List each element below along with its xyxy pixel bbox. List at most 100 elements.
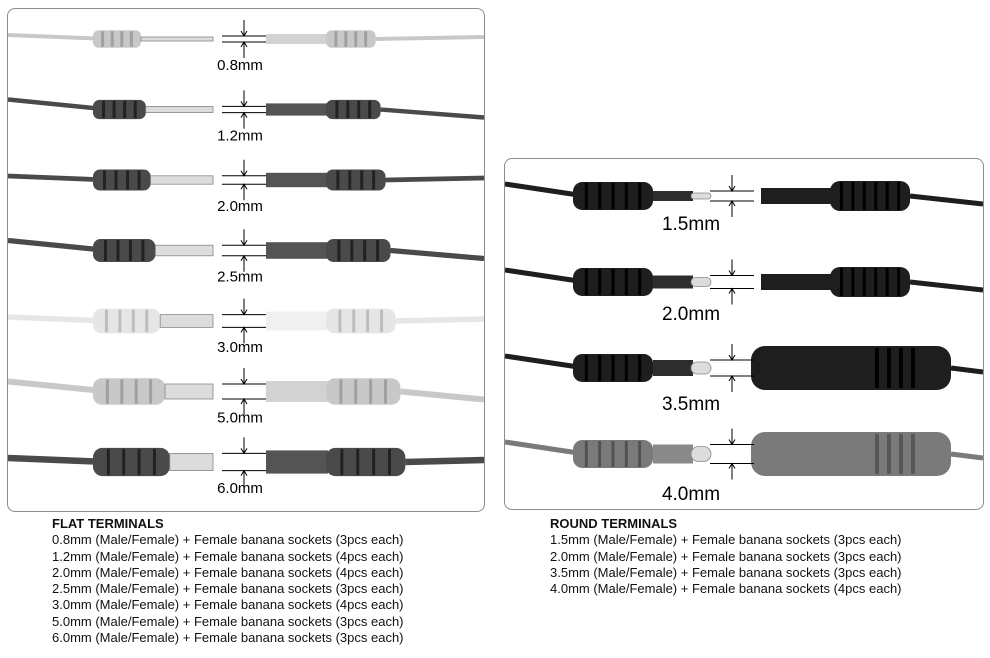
boot-rib xyxy=(584,269,588,295)
boot-rib xyxy=(611,269,615,295)
pin-sleeve xyxy=(653,191,693,201)
female-sleeve xyxy=(266,172,328,188)
boot-rib xyxy=(137,448,141,476)
arrowhead-icon xyxy=(240,448,248,455)
flat-caption-line: 3.0mm (Male/Female) + Female banana sock… xyxy=(52,597,404,613)
wire-left xyxy=(505,181,586,199)
round-caption-line: 4.0mm (Male/Female) + Female banana sock… xyxy=(550,581,902,597)
boot-rib xyxy=(116,240,120,261)
wire-left xyxy=(8,237,109,254)
pin-sleeve xyxy=(653,275,693,289)
rubber-boot-left xyxy=(93,308,161,334)
boot-rib xyxy=(114,170,118,190)
arrowhead-icon xyxy=(240,309,248,316)
wire-left xyxy=(505,267,586,285)
arrowhead-icon xyxy=(728,287,736,294)
arrowhead-icon xyxy=(240,254,248,262)
boot-rib xyxy=(128,240,132,261)
boot-rib xyxy=(118,309,122,333)
flat-caption-title: FLAT TERMINALS xyxy=(52,516,164,531)
pin-sleeve xyxy=(653,444,693,464)
boot-rib xyxy=(354,379,358,404)
wire-right xyxy=(909,193,983,207)
wire-right xyxy=(950,365,983,375)
boot-rib xyxy=(638,183,642,209)
boot-rib xyxy=(122,448,126,476)
wire-left xyxy=(505,439,586,457)
flat-terminals-caption: FLAT TERMINALS 0.8mm (Male/Female) + Fem… xyxy=(52,516,404,646)
rubber-boot-right xyxy=(326,30,376,48)
round-connector-row: 3.5mm xyxy=(505,344,983,415)
size-label: 3.0mm xyxy=(217,339,263,356)
rubber-boot-left xyxy=(93,99,146,120)
boot-rib xyxy=(350,240,354,261)
boot-rib xyxy=(141,240,145,261)
boot-rib xyxy=(624,441,628,467)
boot-rib xyxy=(369,379,373,404)
rubber-boot-right xyxy=(326,378,401,405)
rubber-boot-left xyxy=(93,239,156,262)
wire-right xyxy=(380,107,484,120)
flat-caption-line: 5.0mm (Male/Female) + Female banana sock… xyxy=(52,613,404,629)
boot-rib xyxy=(337,240,341,261)
flat-connector-row: 0.8mm xyxy=(8,20,484,74)
round-caption-line: 3.5mm (Male/Female) + Female banana sock… xyxy=(550,564,902,580)
wire-left xyxy=(8,378,109,395)
boot-rib xyxy=(624,355,628,381)
flat-connector-row: 2.0mm xyxy=(8,159,484,215)
size-label: 2.0mm xyxy=(662,304,720,325)
boot-rib xyxy=(862,268,866,296)
size-label: 2.5mm xyxy=(217,269,263,286)
size-label: 3.5mm xyxy=(662,394,720,415)
female-sleeve xyxy=(266,34,328,44)
arrowhead-icon xyxy=(240,170,248,177)
arrowhead-icon xyxy=(728,185,736,192)
boot-rib xyxy=(875,348,879,388)
flat-connector-row: 6.0mm xyxy=(8,437,484,497)
female-sleeve xyxy=(761,274,831,290)
rubber-boot-right xyxy=(326,308,396,334)
flat-caption-line: 6.0mm (Male/Female) + Female banana sock… xyxy=(52,630,404,646)
boot-rib xyxy=(584,355,588,381)
boot-rib xyxy=(887,348,891,388)
arrowhead-icon xyxy=(240,183,248,190)
round-caption-title: ROUND TERMINALS xyxy=(550,516,678,531)
flat-connector-row: 2.5mm xyxy=(8,229,484,286)
flat-caption-line: 1.2mm (Male/Female) + Female banana sock… xyxy=(52,548,404,564)
female-socket-body xyxy=(751,432,951,476)
boot-rib xyxy=(366,309,370,333)
arrowhead-icon xyxy=(240,41,248,48)
boot-rib xyxy=(368,100,372,119)
boot-rib xyxy=(376,240,380,261)
flat-connector-row: 5.0mm xyxy=(8,368,484,427)
boot-rib xyxy=(885,268,889,296)
arrowhead-icon xyxy=(728,439,736,446)
male-flat-blade xyxy=(164,383,214,400)
boot-rib xyxy=(149,379,153,404)
wire-right xyxy=(405,456,484,466)
boot-rib xyxy=(887,434,891,474)
boot-rib xyxy=(624,269,628,295)
size-label: 2.0mm xyxy=(217,198,263,215)
rubber-boot-left xyxy=(93,447,170,477)
flat-connector-row: 1.2mm xyxy=(8,90,484,145)
boot-rib xyxy=(137,170,141,190)
boot-rib xyxy=(899,434,903,474)
boot-rib xyxy=(103,170,107,190)
female-sleeve xyxy=(266,103,328,116)
flat-terminals-photo: 0.8mm 1.2mm 2.0mm 2.5mm 3.0mm 5.0mm 6.0mm xyxy=(7,8,485,512)
wire-left xyxy=(8,173,109,183)
boot-rib xyxy=(104,309,108,333)
boot-rib xyxy=(372,170,376,190)
boot-rib xyxy=(899,348,903,388)
boot-rib xyxy=(335,100,339,119)
round-caption-line: 2.0mm (Male/Female) + Female banana sock… xyxy=(550,548,902,564)
arrowhead-icon xyxy=(240,111,248,118)
flat-caption-line: 2.0mm (Male/Female) + Female banana sock… xyxy=(52,564,404,580)
boot-rib xyxy=(336,170,340,190)
boot-rib xyxy=(105,379,109,404)
rubber-boot-left xyxy=(93,169,151,191)
boot-rib xyxy=(638,441,642,467)
pin-sleeve xyxy=(653,360,693,376)
rubber-boot-right xyxy=(830,181,910,211)
